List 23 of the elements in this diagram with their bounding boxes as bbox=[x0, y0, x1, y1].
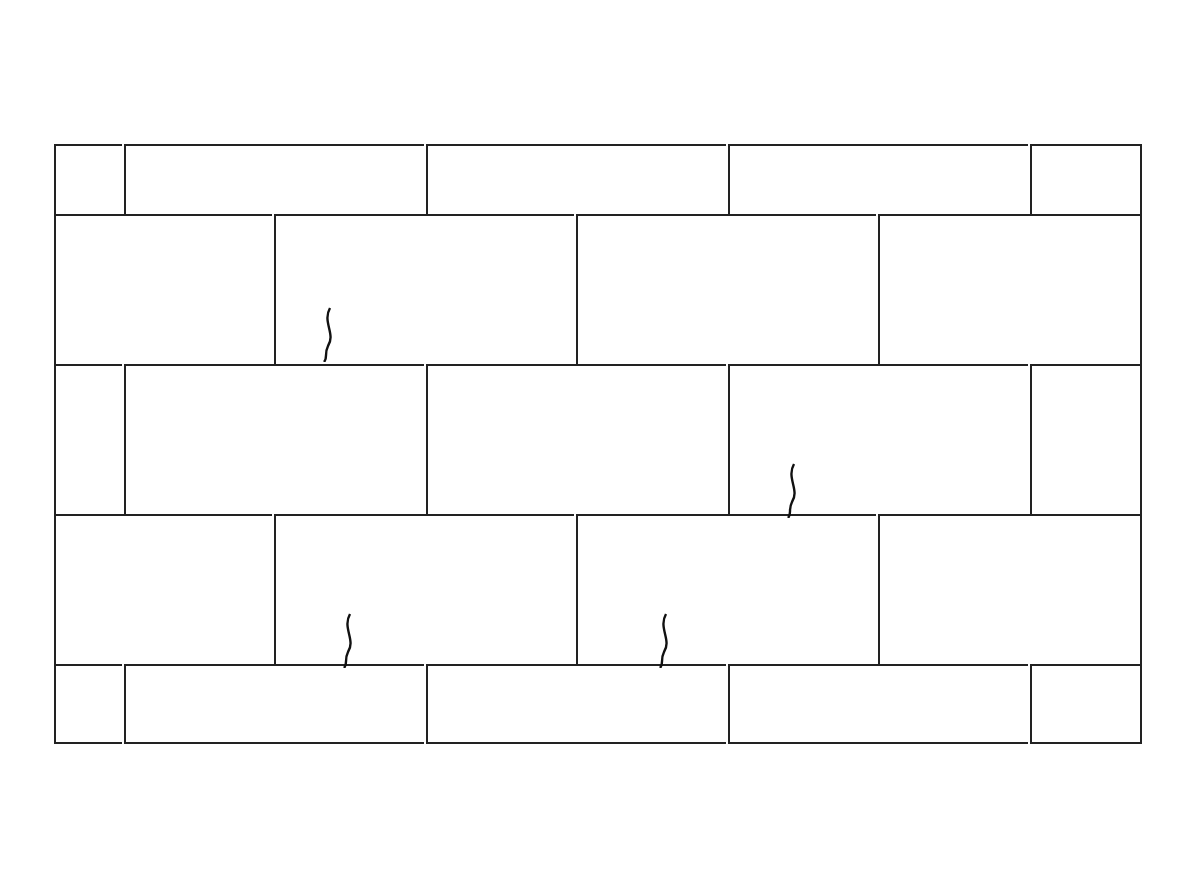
brick bbox=[54, 364, 122, 514]
brick bbox=[878, 514, 1142, 664]
brick bbox=[54, 514, 272, 664]
brick bbox=[54, 144, 122, 214]
brick bbox=[426, 664, 726, 744]
brick bbox=[576, 214, 876, 364]
brick bbox=[124, 664, 424, 744]
brick bbox=[1030, 144, 1142, 214]
brick bbox=[728, 144, 1028, 214]
brick bbox=[426, 364, 726, 514]
brick bbox=[1030, 364, 1142, 514]
brick bbox=[54, 214, 272, 364]
brick bbox=[878, 214, 1142, 364]
brick bbox=[1030, 664, 1142, 744]
brick bbox=[576, 514, 876, 664]
brick bbox=[274, 214, 574, 364]
brick bbox=[728, 664, 1028, 744]
brick bbox=[274, 514, 574, 664]
brick bbox=[124, 364, 424, 514]
brick bbox=[124, 144, 424, 214]
brick bbox=[54, 664, 122, 744]
brick bbox=[426, 144, 726, 214]
brick bbox=[728, 364, 1028, 514]
